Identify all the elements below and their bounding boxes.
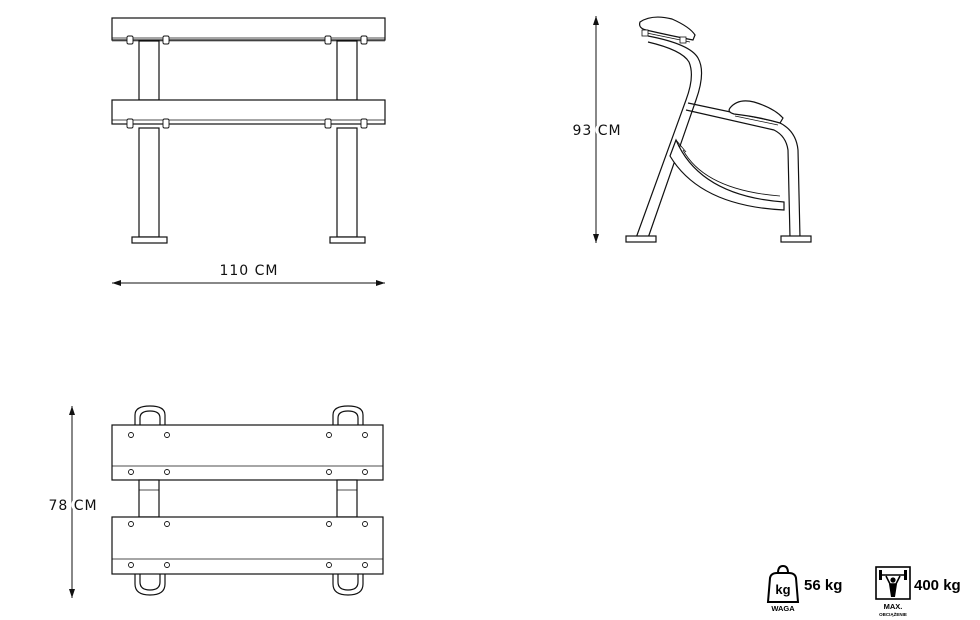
side-feet bbox=[625, 235, 812, 243]
front-upper-posts bbox=[138, 40, 358, 101]
front-top-bolts bbox=[126, 35, 368, 45]
top-connectors bbox=[138, 479, 358, 518]
top-rear-feet bbox=[134, 405, 364, 425]
depth-dimension: 78 CM bbox=[45, 406, 100, 598]
weight-icon-text: kg bbox=[775, 582, 790, 597]
width-dimension: 110 CM bbox=[112, 263, 385, 286]
side-backrest-cushion bbox=[639, 16, 696, 41]
max-load-caption: MAX. bbox=[884, 602, 903, 611]
side-seat-cushion bbox=[728, 100, 784, 124]
front-seat-bolts bbox=[126, 118, 368, 129]
front-feet bbox=[131, 236, 366, 244]
max-load-subcaption: OBCIĄŻENIE bbox=[879, 611, 907, 617]
side-back-frame bbox=[647, 35, 703, 239]
depth-label: 78 CM bbox=[48, 498, 97, 514]
weightlifter-icon bbox=[875, 566, 911, 600]
weight-caption: WAGA bbox=[771, 604, 795, 613]
weight-spec: kg 56 kg WAGA bbox=[766, 564, 842, 613]
front-top-slat bbox=[111, 17, 386, 42]
front-view bbox=[111, 17, 386, 244]
weight-value: 56 kg bbox=[804, 577, 842, 594]
max-load-spec: 400 kg MAX. OBCIĄŻENIE bbox=[875, 566, 961, 617]
top-seat-slat bbox=[111, 516, 384, 575]
top-view bbox=[111, 405, 384, 596]
side-view bbox=[625, 16, 812, 243]
width-label: 110 CM bbox=[219, 263, 278, 279]
front-legs bbox=[138, 127, 358, 238]
height-dimension: 93 CM bbox=[569, 16, 624, 243]
height-label: 93 CM bbox=[572, 123, 621, 139]
max-load-value: 400 kg bbox=[914, 577, 961, 594]
front-seat-slat bbox=[111, 99, 386, 125]
top-back-slat bbox=[111, 424, 384, 481]
side-curved-brace bbox=[669, 138, 785, 211]
weight-bag-icon: kg bbox=[766, 564, 800, 603]
top-front-feet bbox=[134, 574, 364, 596]
